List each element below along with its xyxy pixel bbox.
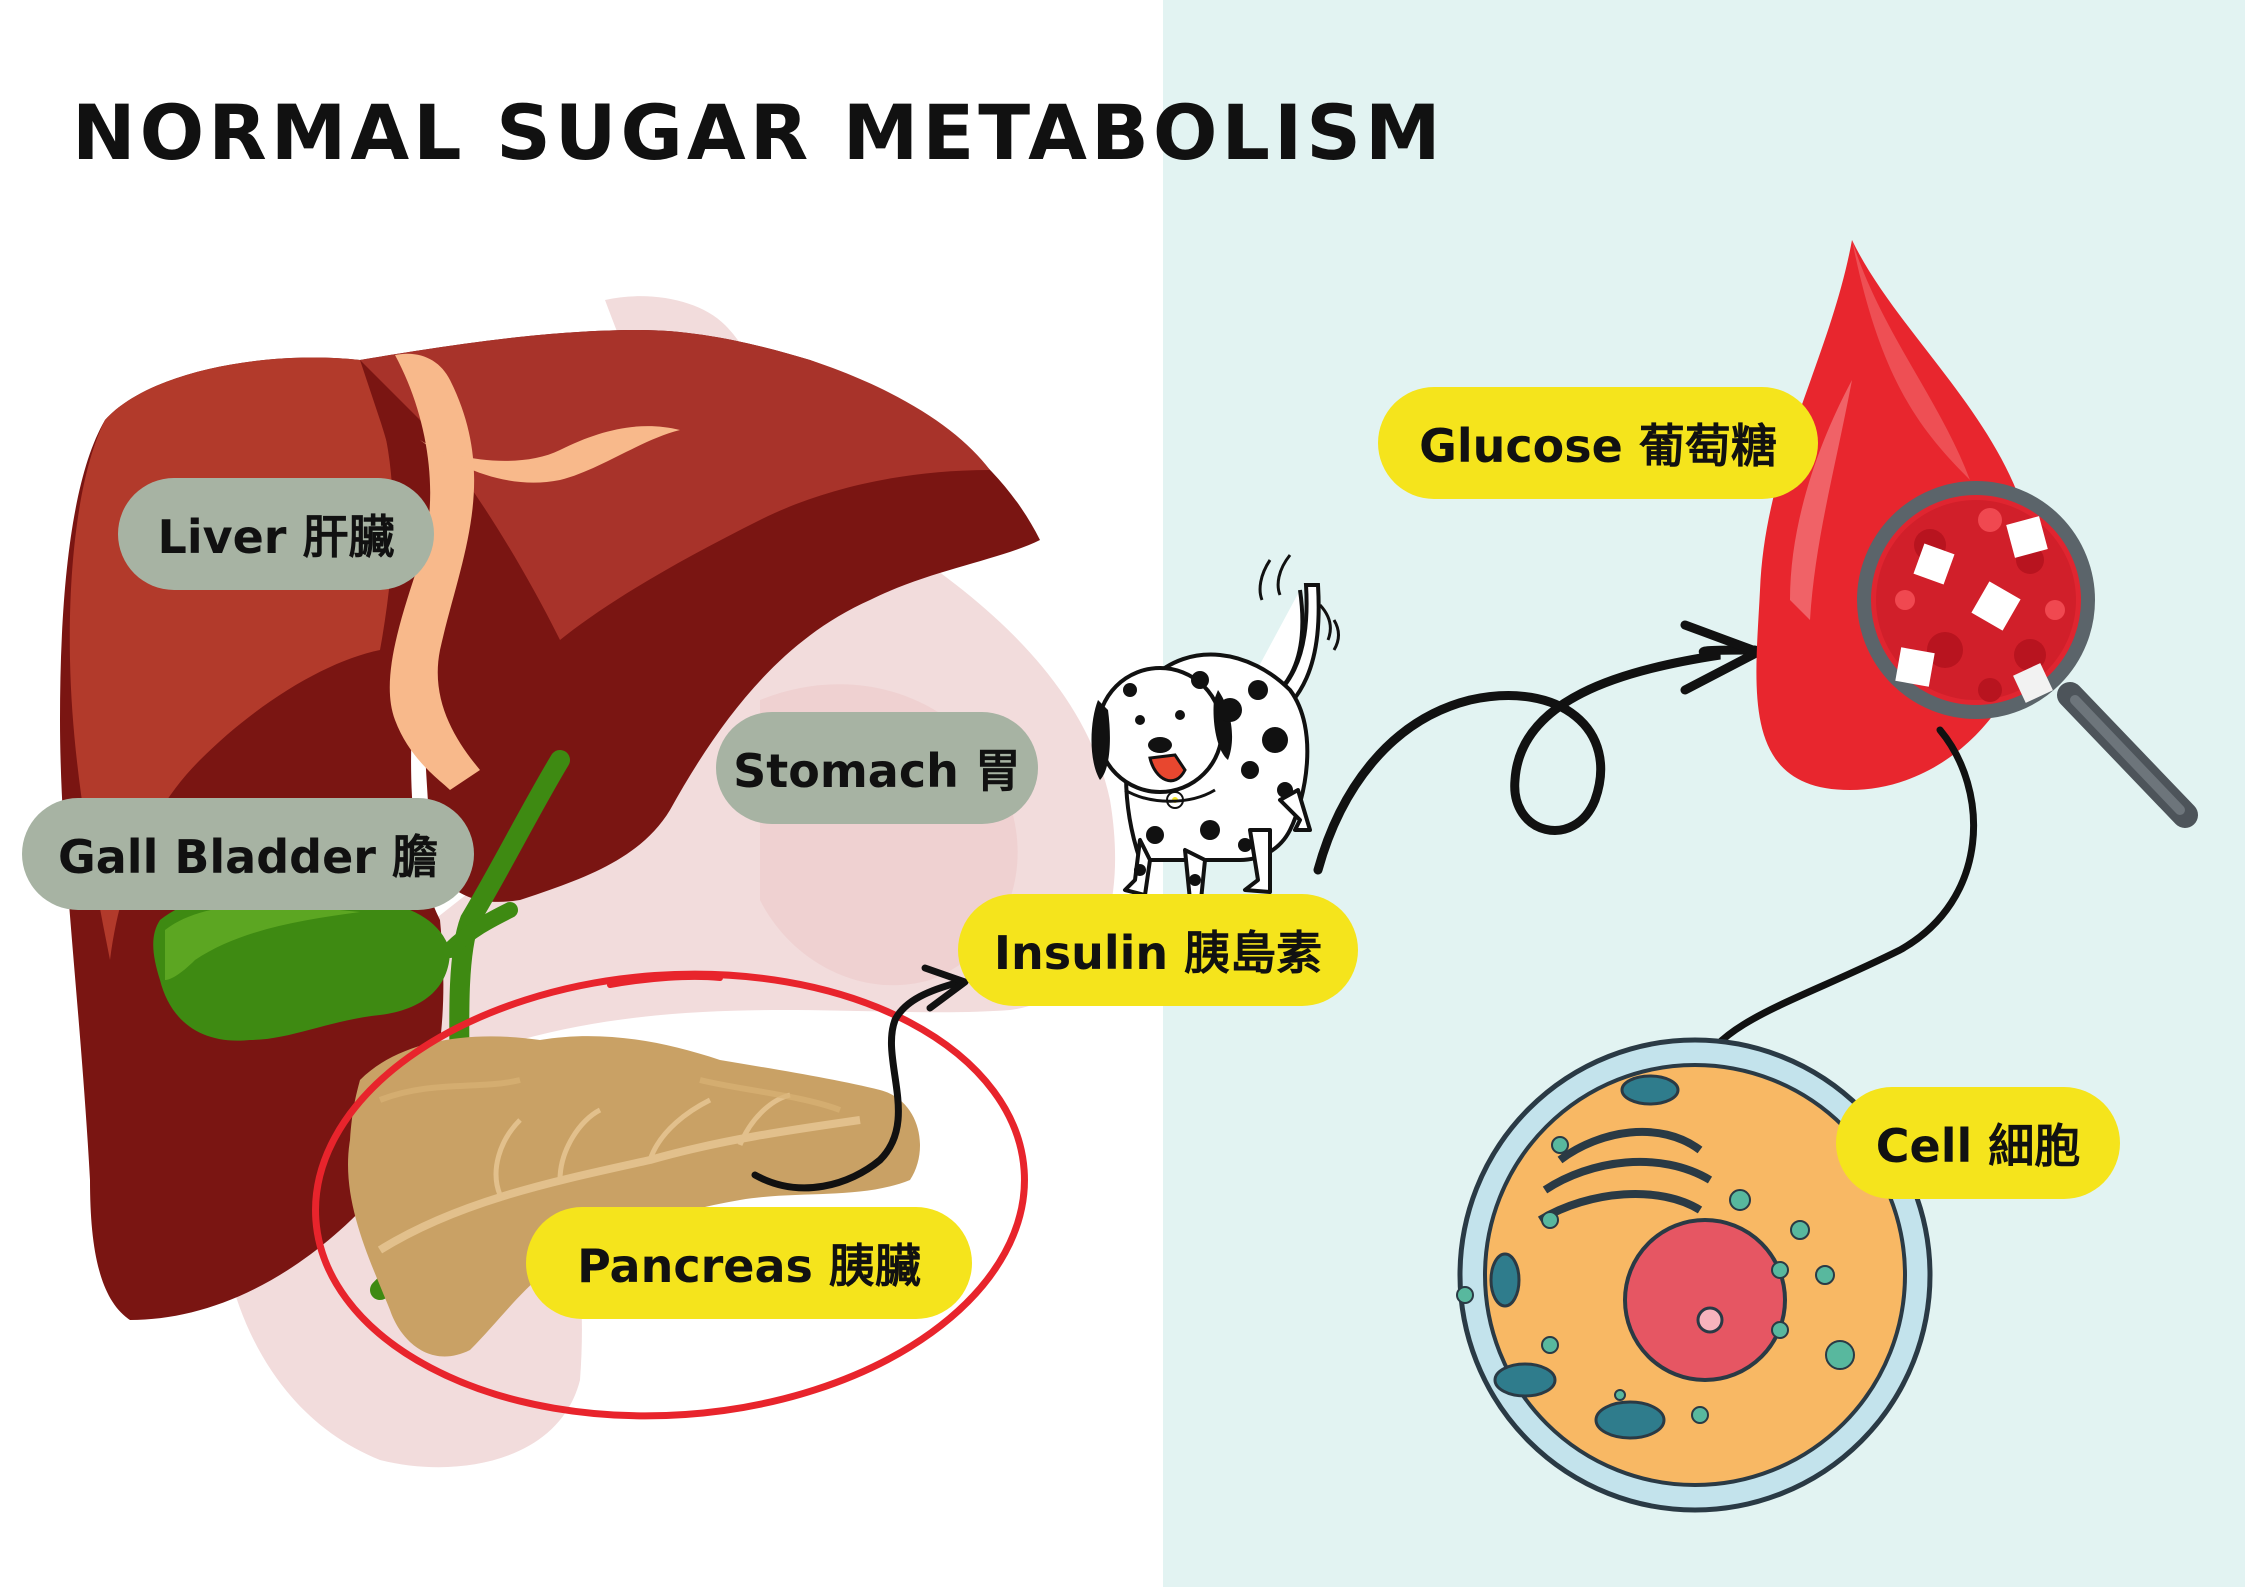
pancreas-shape: [348, 1036, 921, 1357]
pancreas-label: Pancreas 胰臟: [526, 1207, 972, 1319]
stomach-label: Stomach 胃: [716, 712, 1038, 824]
cell-label: Cell 細胞: [1836, 1087, 2120, 1199]
magnifier-icon: [1857, 481, 2198, 828]
cell-shape: [1456, 1037, 1933, 1513]
liver-label: Liver 肝臟: [118, 478, 434, 590]
gall-bladder-label: Gall Bladder 膽: [22, 798, 474, 910]
insulin-label: Insulin 胰島素: [958, 894, 1358, 1006]
arrow-insulin-to-glucose: [1313, 620, 1763, 875]
glucose-label: Glucose 葡萄糖: [1378, 387, 1818, 499]
pancreas-highlight-circle: [312, 970, 1028, 1420]
dalmatian-dog: [1091, 554, 1340, 912]
page-title: NORMAL SUGAR METABOLISM: [72, 88, 1445, 177]
arrow-pancreas-to-insulin: [751, 964, 969, 1192]
